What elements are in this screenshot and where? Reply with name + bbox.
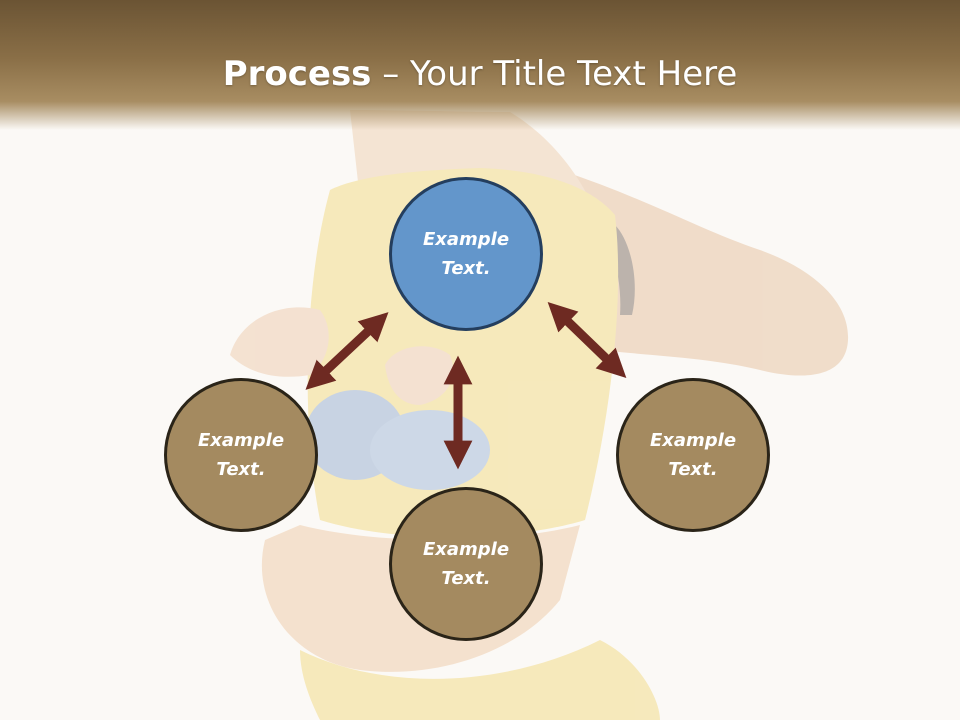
arrow-top-left xyxy=(305,312,389,390)
photo-arm xyxy=(560,170,849,376)
title-rest: – Your Title Text Here xyxy=(371,54,738,94)
process-node-bottom[interactable]: Example Text. xyxy=(389,487,543,641)
arrow-top-right xyxy=(547,301,627,379)
photo-hand-left xyxy=(230,307,329,377)
process-node-left[interactable]: Example Text. xyxy=(164,378,318,532)
photo-hand-right xyxy=(385,346,454,405)
slide-title: Process – Your Title Text Here xyxy=(0,52,960,96)
title-bold: Process xyxy=(222,54,372,94)
process-node-right[interactable]: Example Text. xyxy=(616,378,770,532)
title-bar xyxy=(0,0,960,130)
photo-pants xyxy=(300,640,660,720)
process-node-top[interactable]: Example Text. xyxy=(389,177,543,331)
